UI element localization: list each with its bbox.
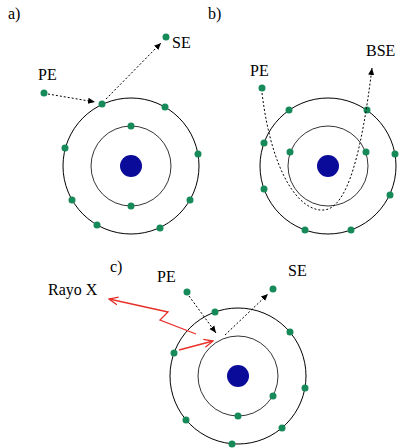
nucleus: [227, 365, 249, 387]
electrons: [171, 286, 309, 448]
electron-label: SE: [288, 262, 307, 280]
atom-b: [259, 68, 399, 234]
electron-label: BSE: [366, 42, 395, 60]
secondary-electron-path: [225, 294, 268, 335]
outer-shell: [260, 98, 396, 234]
radiation-label: Rayo X: [48, 281, 97, 299]
inner-shell: [91, 126, 171, 206]
electron-transition-arrow: [179, 341, 213, 350]
outer-shell: [63, 98, 199, 234]
inner-shell: [198, 336, 278, 416]
nucleus: [317, 155, 339, 177]
secondary-electron-path: [106, 43, 161, 99]
electron-label: PE: [38, 66, 57, 84]
primary-electron-path: [48, 94, 95, 102]
outer-shell: [170, 308, 306, 444]
panel-letter: a): [8, 5, 20, 23]
nucleus: [120, 155, 142, 177]
panel-letter: b): [208, 5, 221, 23]
atom-c: [109, 286, 309, 448]
electron-label: PE: [250, 62, 269, 80]
primary-electron-path: [189, 296, 216, 333]
electron-label: SE: [172, 34, 191, 52]
inner-shell: [288, 126, 368, 206]
electrons: [41, 34, 202, 232]
x-ray-arrow: [109, 299, 196, 334]
electron-label: PE: [157, 268, 176, 286]
electrons: [259, 85, 399, 234]
atom-a: [41, 34, 202, 235]
panel-letter: c): [110, 258, 122, 276]
backscattered-path: [262, 68, 372, 210]
